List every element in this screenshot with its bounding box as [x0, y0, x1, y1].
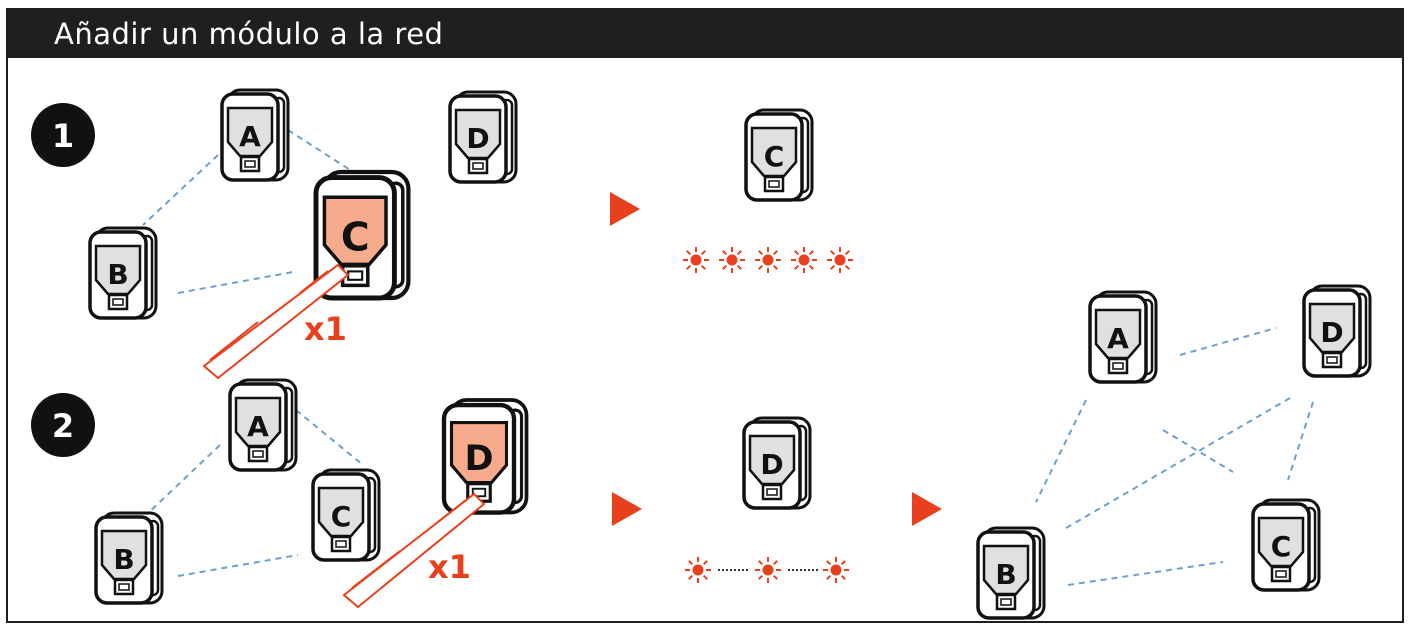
module-letter: B	[107, 258, 128, 291]
connection-line	[1288, 402, 1313, 480]
step-number: 1	[52, 117, 74, 155]
module-letter: B	[113, 543, 134, 576]
press-count-label: x1	[428, 548, 471, 586]
led-flash	[755, 557, 781, 583]
led-flash	[685, 557, 711, 583]
module-letter: D	[760, 448, 783, 481]
module-letter: A	[1107, 322, 1129, 355]
diagram-frame: Añadir un módulo a la red	[6, 8, 1404, 623]
led-blink-icon	[683, 247, 853, 273]
led-flash	[791, 247, 817, 273]
arrow-right-icon	[612, 492, 642, 526]
module-letter: C	[764, 140, 785, 173]
press-count-label: x1	[304, 310, 347, 348]
module-icon: C	[313, 470, 379, 560]
arrow-right-icon	[610, 192, 640, 226]
connection-line	[178, 555, 298, 576]
connection-line	[146, 445, 220, 515]
connection-line	[288, 130, 358, 175]
step-badge-1: 1	[31, 103, 95, 167]
module-icon: C	[1253, 500, 1319, 590]
led-flash	[827, 247, 853, 273]
module-icon: D	[1304, 286, 1370, 376]
module-icon: A	[1090, 292, 1156, 382]
led-blink-icon	[685, 557, 849, 583]
led-flash	[719, 247, 745, 273]
module-icon-highlighted: D	[444, 400, 527, 513]
module-icon: B	[96, 513, 162, 603]
module-letter: D	[466, 122, 489, 155]
led-flash	[683, 247, 709, 273]
connection-line	[1180, 328, 1276, 355]
module-letter: D	[1320, 316, 1343, 349]
led-flash	[755, 247, 781, 273]
module-letter: B	[995, 558, 1016, 591]
step-number: 2	[52, 407, 74, 445]
module-letter: C	[331, 500, 352, 533]
step-badge-2: 2	[31, 393, 95, 457]
connection-line	[1068, 562, 1223, 585]
module-icon: A	[222, 90, 288, 180]
module-letter: C	[341, 215, 370, 260]
module-icon: B	[90, 228, 156, 318]
module-icon: D	[450, 92, 516, 182]
module-letter: C	[1271, 530, 1292, 563]
connection-line	[296, 410, 363, 465]
module-icon: B	[978, 528, 1044, 618]
module-letter: D	[464, 439, 493, 479]
module-letter: A	[239, 120, 261, 153]
module-icon: C	[746, 110, 812, 200]
diagram-canvas: 1 2 A D B C x1	[8, 10, 1404, 623]
arrow-right-icon	[912, 492, 942, 526]
connection-line	[178, 272, 293, 293]
connection-line	[143, 155, 218, 225]
module-letter: A	[247, 410, 269, 443]
module-icon: D	[744, 418, 810, 508]
module-icon: A	[230, 380, 296, 470]
led-flash	[823, 557, 849, 583]
connection-line	[1036, 400, 1086, 502]
